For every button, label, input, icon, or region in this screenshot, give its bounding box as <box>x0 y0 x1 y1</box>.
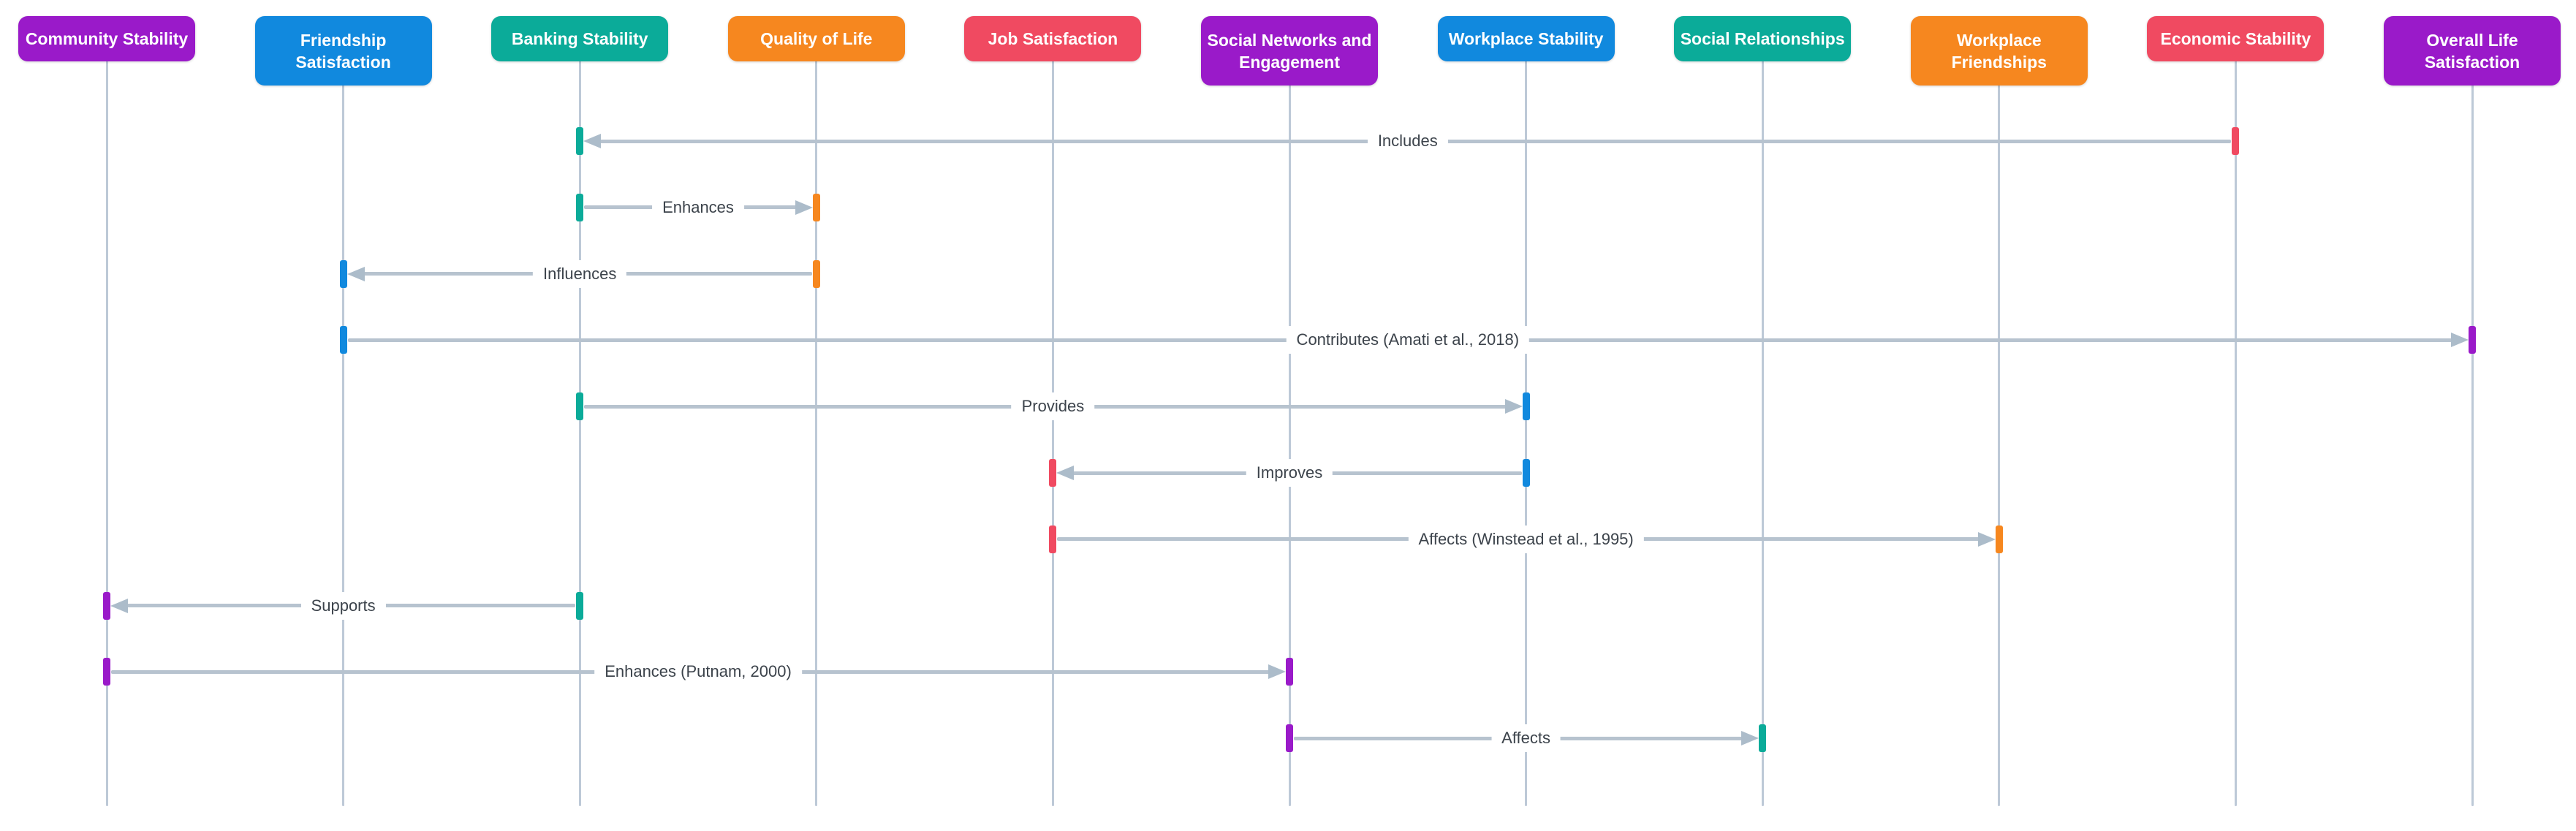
actor-label-line: Satisfaction <box>2424 52 2520 72</box>
actor-label-economic-stability: Economic Stability <box>2161 28 2311 50</box>
activation-bar-quality-of-life <box>812 259 820 288</box>
message-label-2: Influences <box>533 259 627 288</box>
actor-label-line: Friendships <box>1951 52 2047 72</box>
message-arrowhead-9 <box>1741 731 1759 746</box>
actor-label-line: Social Relationships <box>1680 29 1845 48</box>
actor-node-economic-stability[interactable]: Economic Stability <box>2147 16 2325 61</box>
lifeline-social-relationships <box>1761 42 1764 806</box>
lifeline-economic-stability <box>2234 42 2237 806</box>
actor-node-community-stability[interactable]: Community Stability <box>18 16 195 61</box>
actor-node-workplace-stability[interactable]: Workplace Stability <box>1437 16 1615 61</box>
activation-bar-social-networks-and-engagement <box>1286 724 1293 753</box>
message-label-7: Supports <box>300 591 386 620</box>
actor-label-line: Community Stability <box>25 29 189 48</box>
actor-label-line: Banking Stability <box>511 29 648 48</box>
actor-label-line: Overall Life <box>2426 30 2518 50</box>
lifeline-community-stability <box>105 42 108 806</box>
actor-label-line: Workplace Stability <box>1448 29 1604 48</box>
actor-node-quality-of-life[interactable]: Quality of Life <box>727 16 905 61</box>
activation-bar-banking-stability <box>576 127 584 155</box>
activation-bar-social-relationships <box>1759 724 1767 753</box>
activation-bar-quality-of-life <box>812 193 820 221</box>
lifeline-job-satisfaction <box>1051 42 1054 806</box>
activation-bar-workplace-stability <box>1522 459 1530 487</box>
actor-label-line: Workplace <box>1956 30 2042 50</box>
activation-bar-friendship-satisfaction <box>339 259 347 288</box>
message-label-1: Enhances <box>652 193 744 221</box>
actor-label-job-satisfaction: Job Satisfaction <box>988 28 1118 50</box>
message-arrowhead-0 <box>583 134 602 148</box>
lifeline-banking-stability <box>578 42 581 806</box>
message-label-9: Affects <box>1491 724 1561 753</box>
activation-bar-job-satisfaction <box>1049 459 1057 487</box>
actor-label-social-relationships: Social Relationships <box>1681 28 1845 50</box>
activation-bar-workplace-stability <box>1522 392 1530 421</box>
activation-bar-overall-life-satisfaction <box>2469 326 2476 354</box>
actor-label-line: Friendship <box>300 30 387 50</box>
actor-label-line: Job Satisfaction <box>988 29 1118 48</box>
activation-bar-banking-stability <box>576 392 584 421</box>
lifeline-quality-of-life <box>815 42 818 806</box>
actor-label-community-stability: Community Stability <box>26 28 188 50</box>
lifeline-social-networks-and-engagement <box>1288 42 1291 806</box>
activation-bar-community-stability <box>103 591 110 620</box>
message-arrowhead-4 <box>1504 399 1523 414</box>
actor-label-line: Satisfaction <box>295 52 391 72</box>
activation-bar-community-stability <box>103 658 110 686</box>
message-label-4: Provides <box>1011 392 1095 421</box>
message-arrowhead-7 <box>110 598 128 613</box>
message-label-5: Improves <box>1246 459 1333 487</box>
activation-bar-workplace-friendships <box>1995 525 2003 553</box>
actor-label-line: Economic Stability <box>2160 29 2311 48</box>
actor-label-line: Social Networks and <box>1207 30 1372 50</box>
message-label-3: Contributes (Amati et al., 2018) <box>1286 326 1530 354</box>
actor-label-workplace-stability: Workplace Stability <box>1449 28 1604 50</box>
lifeline-workplace-stability <box>1525 42 1528 806</box>
actor-node-banking-stability[interactable]: Banking Stability <box>491 16 669 61</box>
lifeline-overall-life-satisfaction <box>2471 42 2474 806</box>
activation-bar-friendship-satisfaction <box>339 326 347 354</box>
message-arrowhead-6 <box>1977 531 1996 547</box>
actor-label-line: Engagement <box>1238 52 1341 72</box>
message-arrowhead-3 <box>2451 333 2469 348</box>
message-label-0: Includes <box>1367 127 1448 155</box>
activation-bar-economic-stability <box>2232 127 2240 155</box>
actor-node-job-satisfaction[interactable]: Job Satisfaction <box>964 16 1142 61</box>
activation-bar-banking-stability <box>576 591 584 620</box>
message-label-6: Affects (Winstead et al., 1995) <box>1408 525 1644 553</box>
message-arrowhead-8 <box>1268 664 1286 680</box>
message-arrowhead-2 <box>346 266 365 281</box>
actor-label-banking-stability: Banking Stability <box>512 28 648 50</box>
activation-bar-banking-stability <box>576 193 584 221</box>
actor-label-line: Quality of Life <box>760 29 873 48</box>
message-arrowhead-1 <box>795 200 813 215</box>
lifeline-friendship-satisfaction <box>342 42 345 806</box>
actor-node-social-relationships[interactable]: Social Relationships <box>1674 16 1852 61</box>
actor-label-quality-of-life: Quality of Life <box>760 28 872 50</box>
message-arrowhead-5 <box>1056 466 1075 480</box>
activation-bar-social-networks-and-engagement <box>1286 658 1293 686</box>
message-label-8: Enhances (Putnam, 2000) <box>594 658 802 686</box>
activation-bar-job-satisfaction <box>1049 525 1057 553</box>
lifeline-workplace-friendships <box>1998 42 2001 806</box>
